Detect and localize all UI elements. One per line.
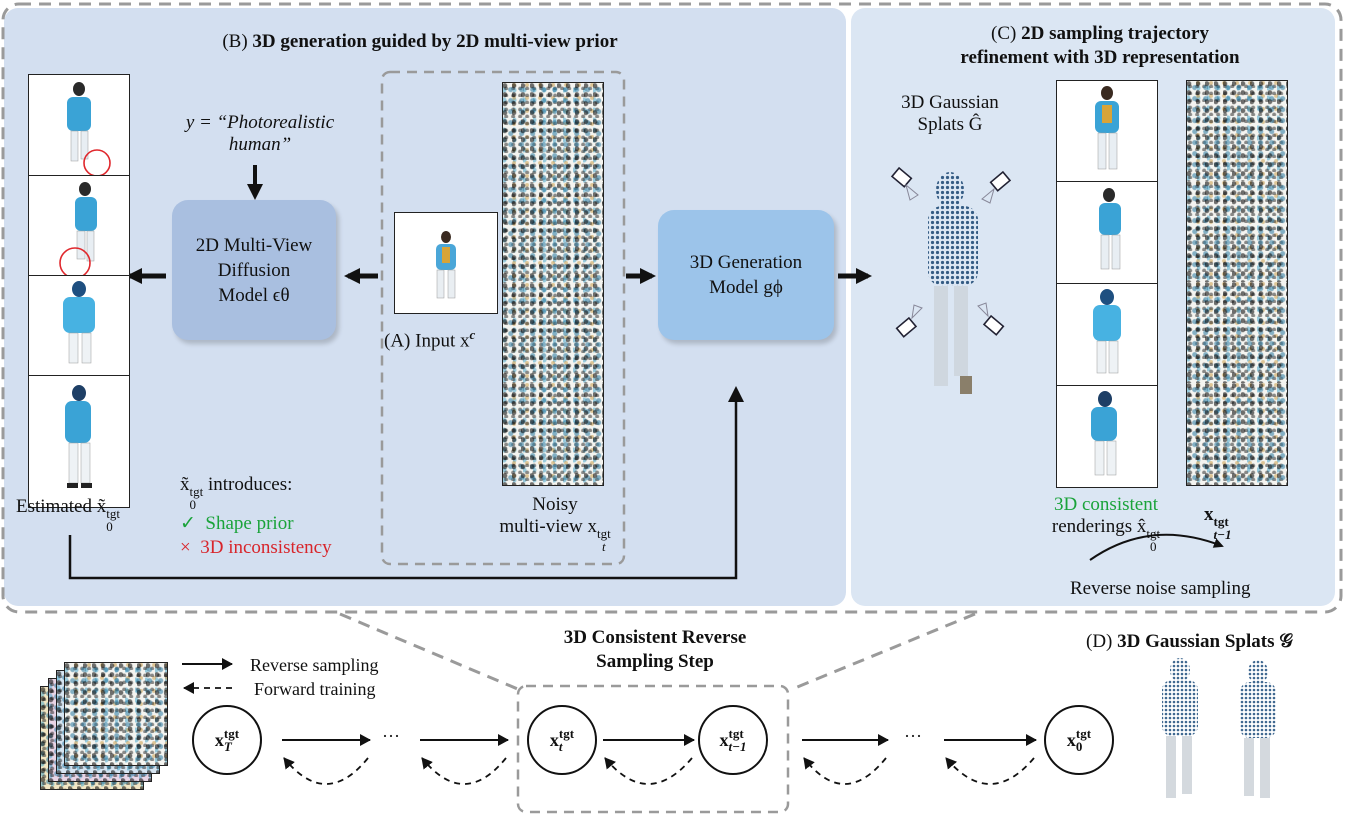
person-icon [436,231,456,299]
estimated-views-strip [28,74,130,508]
rendering-view-2 [1057,181,1157,284]
next-view-2 [1187,181,1287,283]
noisy-views-strip [502,82,604,486]
noisy-view-1 [503,83,603,184]
panel-d-title: (D) 3D Gaussian Splats 𝒢 [1086,631,1293,652]
person-icon [1162,658,1276,798]
person-icon [928,172,978,394]
panel-b-title: (B) 3D generation guided by 2D multi-vie… [222,31,618,52]
gaussian-splat-figure [900,170,1010,410]
person-icon [1091,391,1117,476]
ellipsis-2: ··· [904,726,922,746]
legend-reverse-sampling: Reverse sampling [250,655,379,675]
input-dashed-box [380,70,626,566]
reverse-noise-label: Reverse noise sampling [1070,578,1251,599]
input-image [394,212,498,314]
estimated-view-2 [29,175,129,276]
renderings-strip [1056,80,1158,488]
estimated-view-4 [29,375,129,507]
person-icon [67,82,111,175]
gaussian-splats-final [1140,656,1320,806]
person-icon [1093,289,1121,374]
person-icon [59,182,97,275]
check-icon: ✓ [180,513,196,534]
diffusion-model-box: 2D Multi-View Diffusion Model ϵθ [172,200,336,340]
outer-dashed-frame [1,2,1343,614]
inconsistency-item: × 3D inconsistency [180,537,332,558]
rendering-view-1 [1057,81,1157,182]
next-view-4 [1187,383,1287,485]
noisy-next-strip [1186,80,1288,486]
text-prompt: y = “Photorealistic human” [185,112,335,155]
noisy-view-4 [503,383,603,485]
cross-icon: × [180,537,191,558]
next-view-3 [1187,282,1287,384]
noisy-view-2 [503,183,603,284]
person-icon [1095,86,1119,170]
sampling-step-box [516,684,790,814]
legend-forward-training: Forward training [254,679,376,699]
rendering-view-3 [1057,283,1157,386]
rendering-view-4 [1057,385,1157,487]
person-icon [1099,188,1121,270]
estimated-view-1 [29,75,129,176]
noisy-view-3 [503,283,603,384]
estimated-view-3 [29,275,129,376]
person-icon [63,281,95,364]
gaussian-splats-label: 3D Gaussian Splats Ĝ [901,92,999,135]
person-icon [65,385,92,488]
shape-prior-item: ✓ Shape prior [180,513,294,534]
generation-model-box: 3D Generation Model gϕ [658,210,834,340]
next-view-1 [1187,81,1287,182]
noise-stack [40,660,180,790]
camera-icon [890,166,1012,338]
input-label: (A) Input xc [384,327,476,352]
ellipsis-1: ··· [382,726,400,746]
panel-c-title: (C) 2D sampling trajectory refinement wi… [960,23,1240,68]
